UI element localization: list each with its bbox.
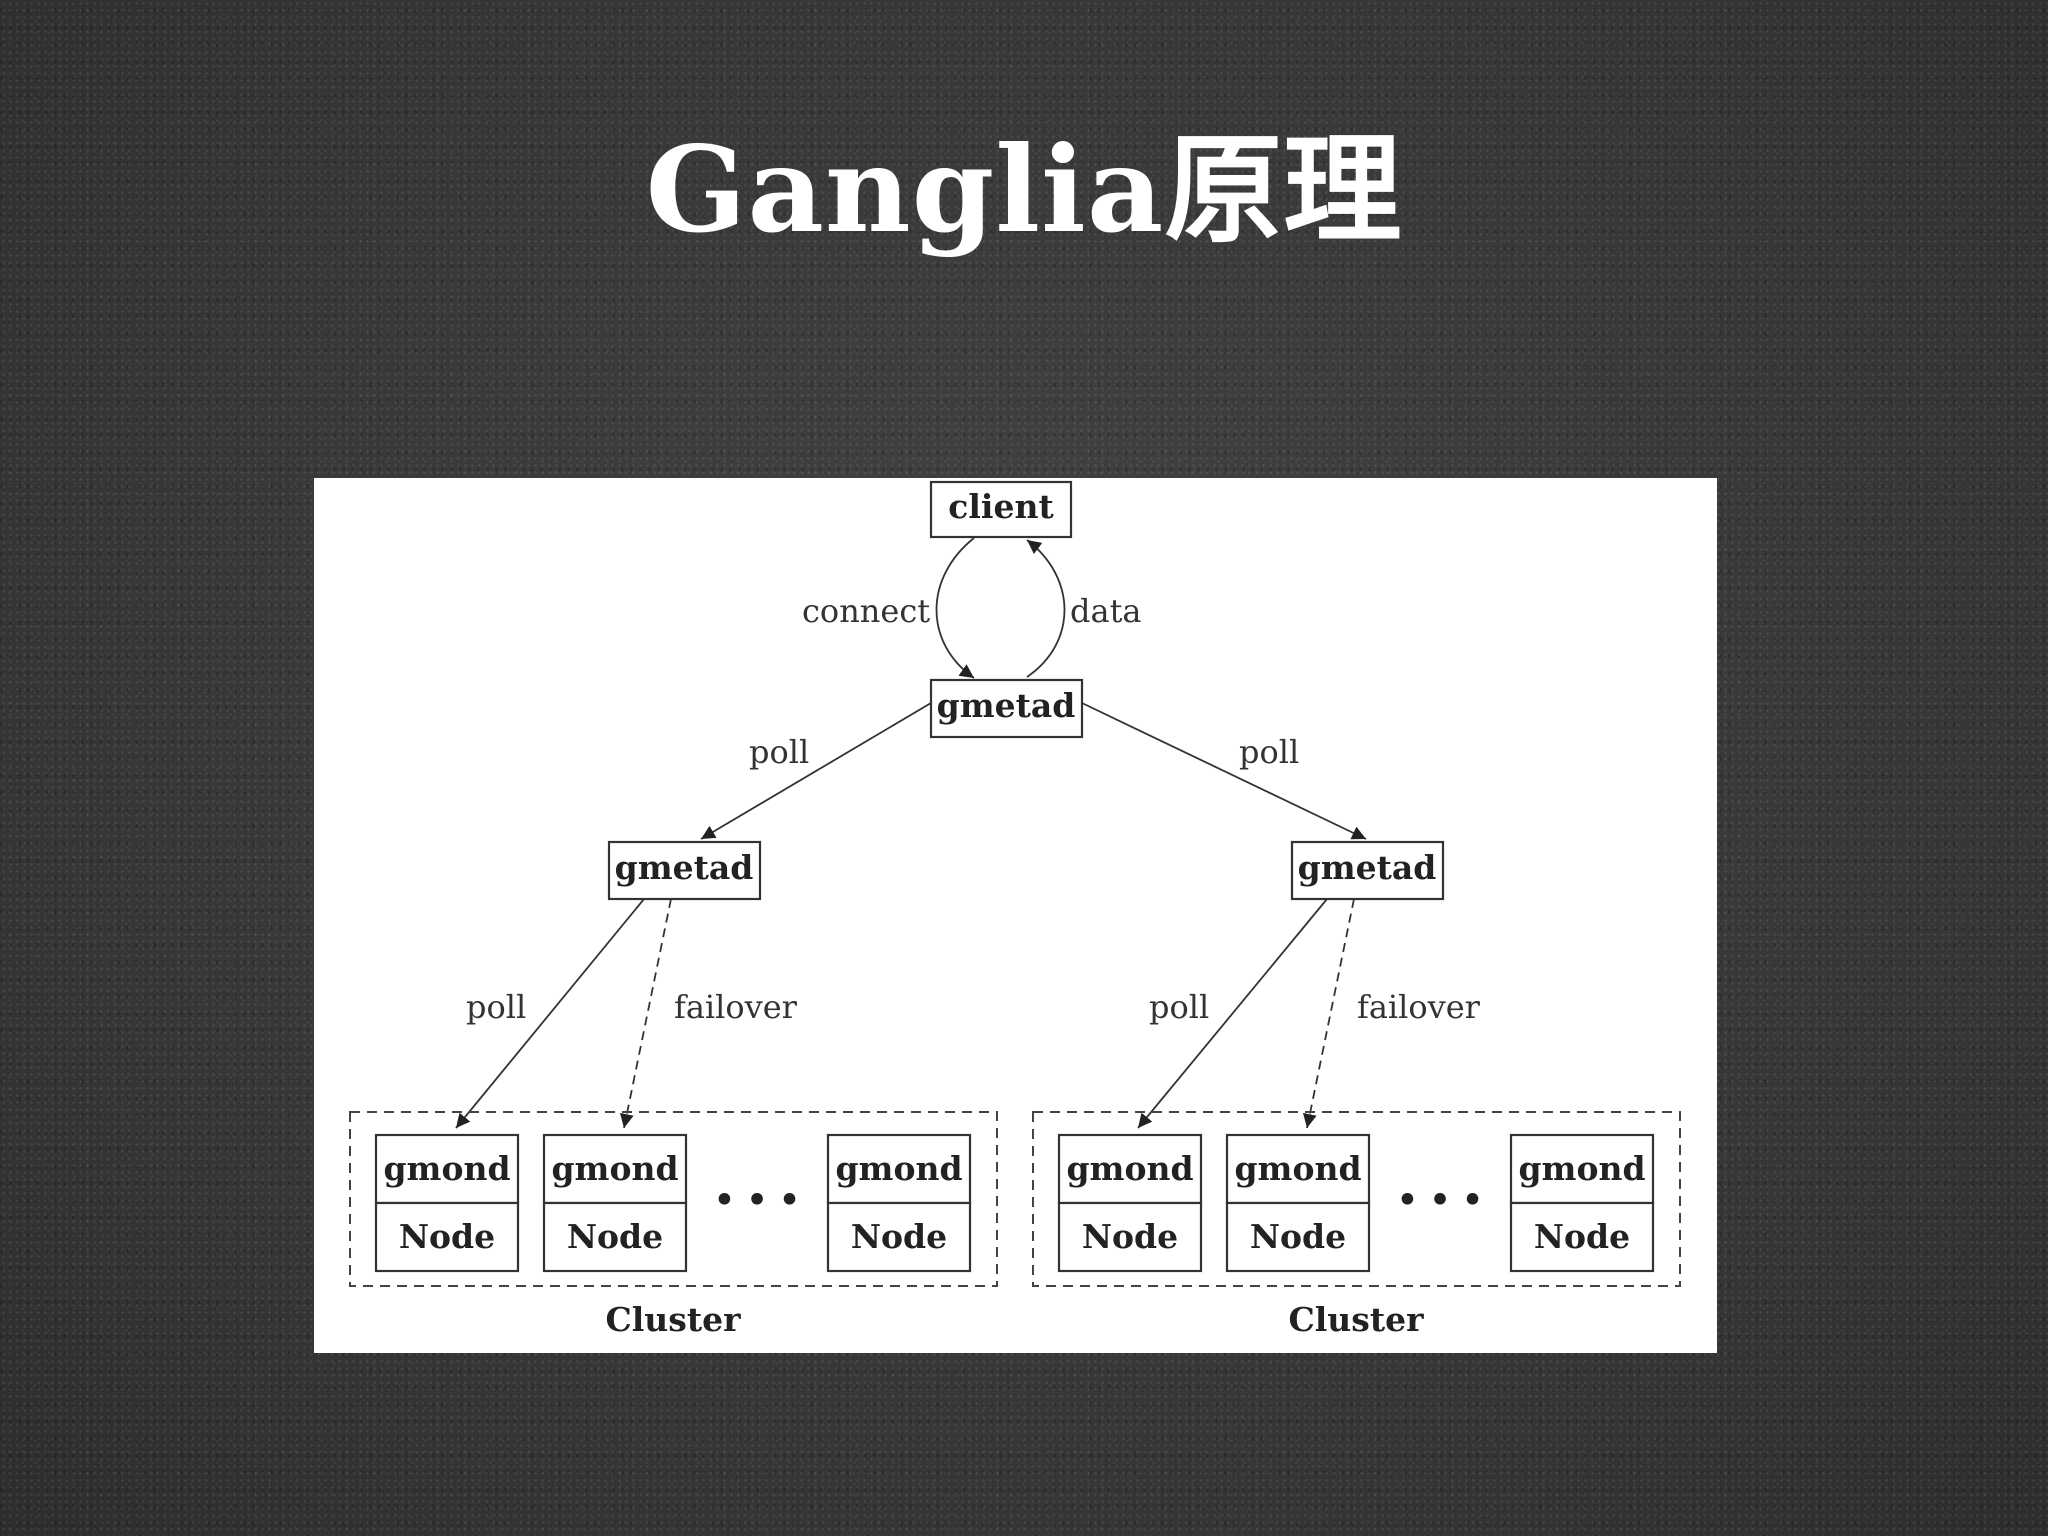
ellipsis: • • • xyxy=(1397,1180,1483,1219)
svg-text:gmond: gmond xyxy=(835,1149,962,1188)
cluster-right: gmond Node gmond Node • • • gmond Node C… xyxy=(1032,1111,1681,1339)
poll-label-top-left: poll xyxy=(749,733,809,771)
gmond-node-box: gmond Node xyxy=(374,1133,520,1273)
gmetad-left-node: gmetad xyxy=(607,840,762,901)
failover-edge-left xyxy=(619,898,672,1129)
svg-text:gmetad: gmetad xyxy=(615,848,754,887)
connect-label: connect xyxy=(802,592,930,630)
gmond-node-box: gmond Node xyxy=(826,1133,972,1273)
gmond-node-box: gmond Node xyxy=(1057,1133,1203,1273)
svg-text:Node: Node xyxy=(1534,1217,1630,1256)
poll-label-top-right: poll xyxy=(1239,733,1299,771)
svg-text:gmond: gmond xyxy=(383,1149,510,1188)
failover-label-right: failover xyxy=(1357,988,1481,1026)
gmetad-right-node: gmetad xyxy=(1290,840,1445,901)
gmond-node-box: gmond Node xyxy=(1509,1133,1655,1273)
gmetad-top-node: gmetad xyxy=(929,678,1084,739)
poll-label-right: poll xyxy=(1149,988,1209,1026)
svg-text:Node: Node xyxy=(567,1217,663,1256)
data-label: data xyxy=(1070,592,1142,630)
svg-text:gmond: gmond xyxy=(1518,1149,1645,1188)
svg-text:gmond: gmond xyxy=(1066,1149,1193,1188)
svg-text:Node: Node xyxy=(1250,1217,1346,1256)
poll-label-left: poll xyxy=(466,988,526,1026)
svg-text:gmond: gmond xyxy=(551,1149,678,1188)
poll-edge-left xyxy=(455,898,645,1129)
client-node: client xyxy=(929,480,1073,539)
architecture-diagram: client connect data gmetad poll poll gme… xyxy=(314,478,1717,1353)
svg-text:gmetad: gmetad xyxy=(937,686,1076,725)
gmond-node-box: gmond Node xyxy=(1225,1133,1371,1273)
data-edge xyxy=(1026,539,1066,678)
cluster-left: gmond Node gmond Node • • • gmond Node C… xyxy=(349,1111,998,1339)
failover-label-left: failover xyxy=(674,988,798,1026)
svg-text:Node: Node xyxy=(1082,1217,1178,1256)
failover-edge-right xyxy=(1302,898,1355,1129)
ellipsis: • • • xyxy=(714,1180,800,1219)
svg-text:client: client xyxy=(948,487,1054,526)
poll-edge-right xyxy=(1137,898,1328,1129)
svg-text:gmetad: gmetad xyxy=(1298,848,1437,887)
poll-edge-top-left xyxy=(700,702,932,840)
gmond-node-box: gmond Node xyxy=(542,1133,688,1273)
poll-edge-top-right xyxy=(1081,702,1367,840)
cluster-label: Cluster xyxy=(606,1300,742,1339)
svg-text:gmond: gmond xyxy=(1234,1149,1361,1188)
slide-title: Ganglia原理 xyxy=(645,120,1403,259)
connect-edge xyxy=(935,537,975,679)
cluster-label: Cluster xyxy=(1289,1300,1425,1339)
svg-text:Node: Node xyxy=(399,1217,495,1256)
svg-text:Node: Node xyxy=(851,1217,947,1256)
